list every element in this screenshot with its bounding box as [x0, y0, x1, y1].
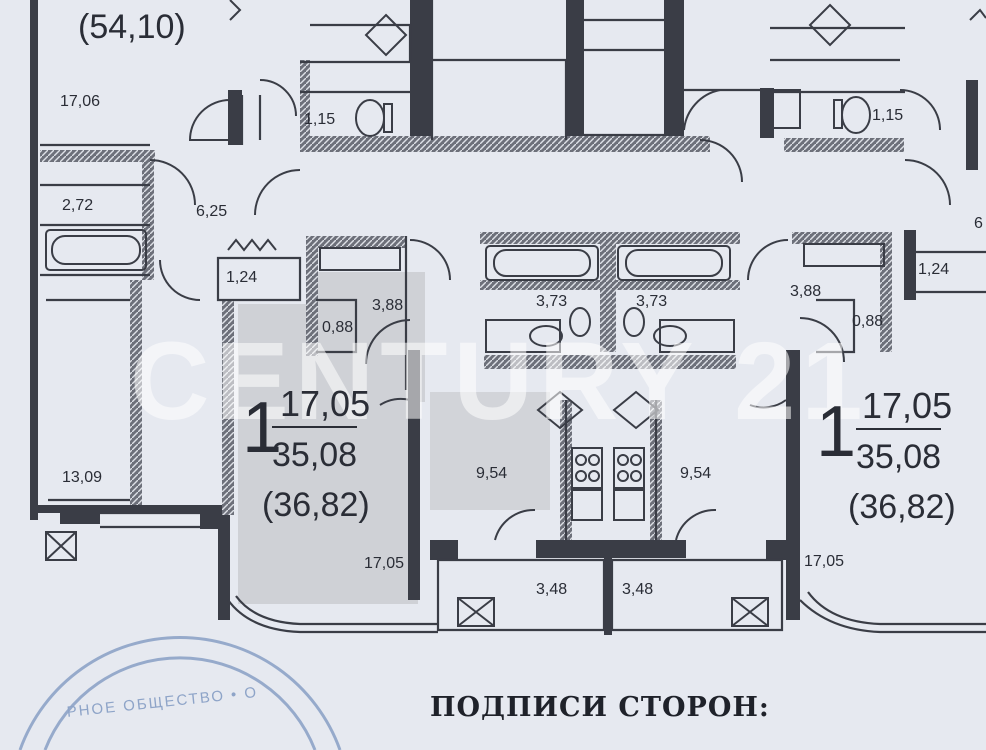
room-area-label: 17,06: [60, 93, 101, 110]
room-area-label: 0,88: [852, 313, 884, 330]
stoves: [364, 3, 852, 521]
living-area: 17,05: [862, 385, 953, 426]
room-area-label: 9,54: [476, 465, 508, 482]
room-area-label: 6,25: [196, 203, 228, 220]
watermark: CENTURY 21: [130, 320, 869, 443]
room-area-label: 17,05: [804, 553, 845, 570]
room-area-label: 1,15: [872, 107, 904, 124]
bathtubs: [45, 229, 885, 281]
toilets-sinks: [355, 89, 871, 353]
room-area-label: 3,48: [622, 581, 654, 598]
room-area-label: 3,88: [372, 297, 404, 314]
radiators: [227, 0, 986, 252]
total-area: 35,08: [272, 426, 358, 472]
living-area: 17,05: [280, 383, 371, 424]
room-area-label: 1,24: [226, 269, 258, 286]
structural-walls: [30, 0, 978, 635]
room-area-label: 3,88: [790, 283, 822, 300]
room-area-label: 9,54: [680, 465, 712, 482]
signatures-heading: ПОДПИСИ СТОРОН:: [430, 692, 770, 723]
room-area-label: 3,48: [536, 581, 568, 598]
vent-shafts: [45, 531, 769, 627]
room-area-label: 1,24: [918, 261, 950, 278]
partition-lines: [40, 0, 986, 634]
room-count: 1: [242, 388, 283, 468]
room-area-label: 13,09: [62, 469, 103, 486]
room-area-label: 17,05: [364, 555, 405, 572]
stamp-seal: [18, 636, 342, 750]
total-area-with-balcony: (36,82): [262, 486, 370, 524]
highlighted-kitchen: [430, 392, 550, 510]
total-area: 35,08: [856, 428, 942, 474]
hatched-walls: [40, 60, 904, 540]
unit-total-label: (54,10): [78, 8, 186, 46]
room-count: 1: [816, 392, 857, 472]
room-area-label: 2,72: [62, 197, 94, 214]
room-area-label: 3,73: [636, 293, 668, 310]
door-swings: [149, 79, 951, 541]
room-area-label: 3,73: [536, 293, 568, 310]
total-area-with-balcony: (36,82): [848, 488, 956, 526]
room-area-label: 0,88: [322, 319, 354, 336]
room-area-label: 6: [974, 215, 983, 232]
room-area-label: 1,15: [304, 111, 336, 128]
